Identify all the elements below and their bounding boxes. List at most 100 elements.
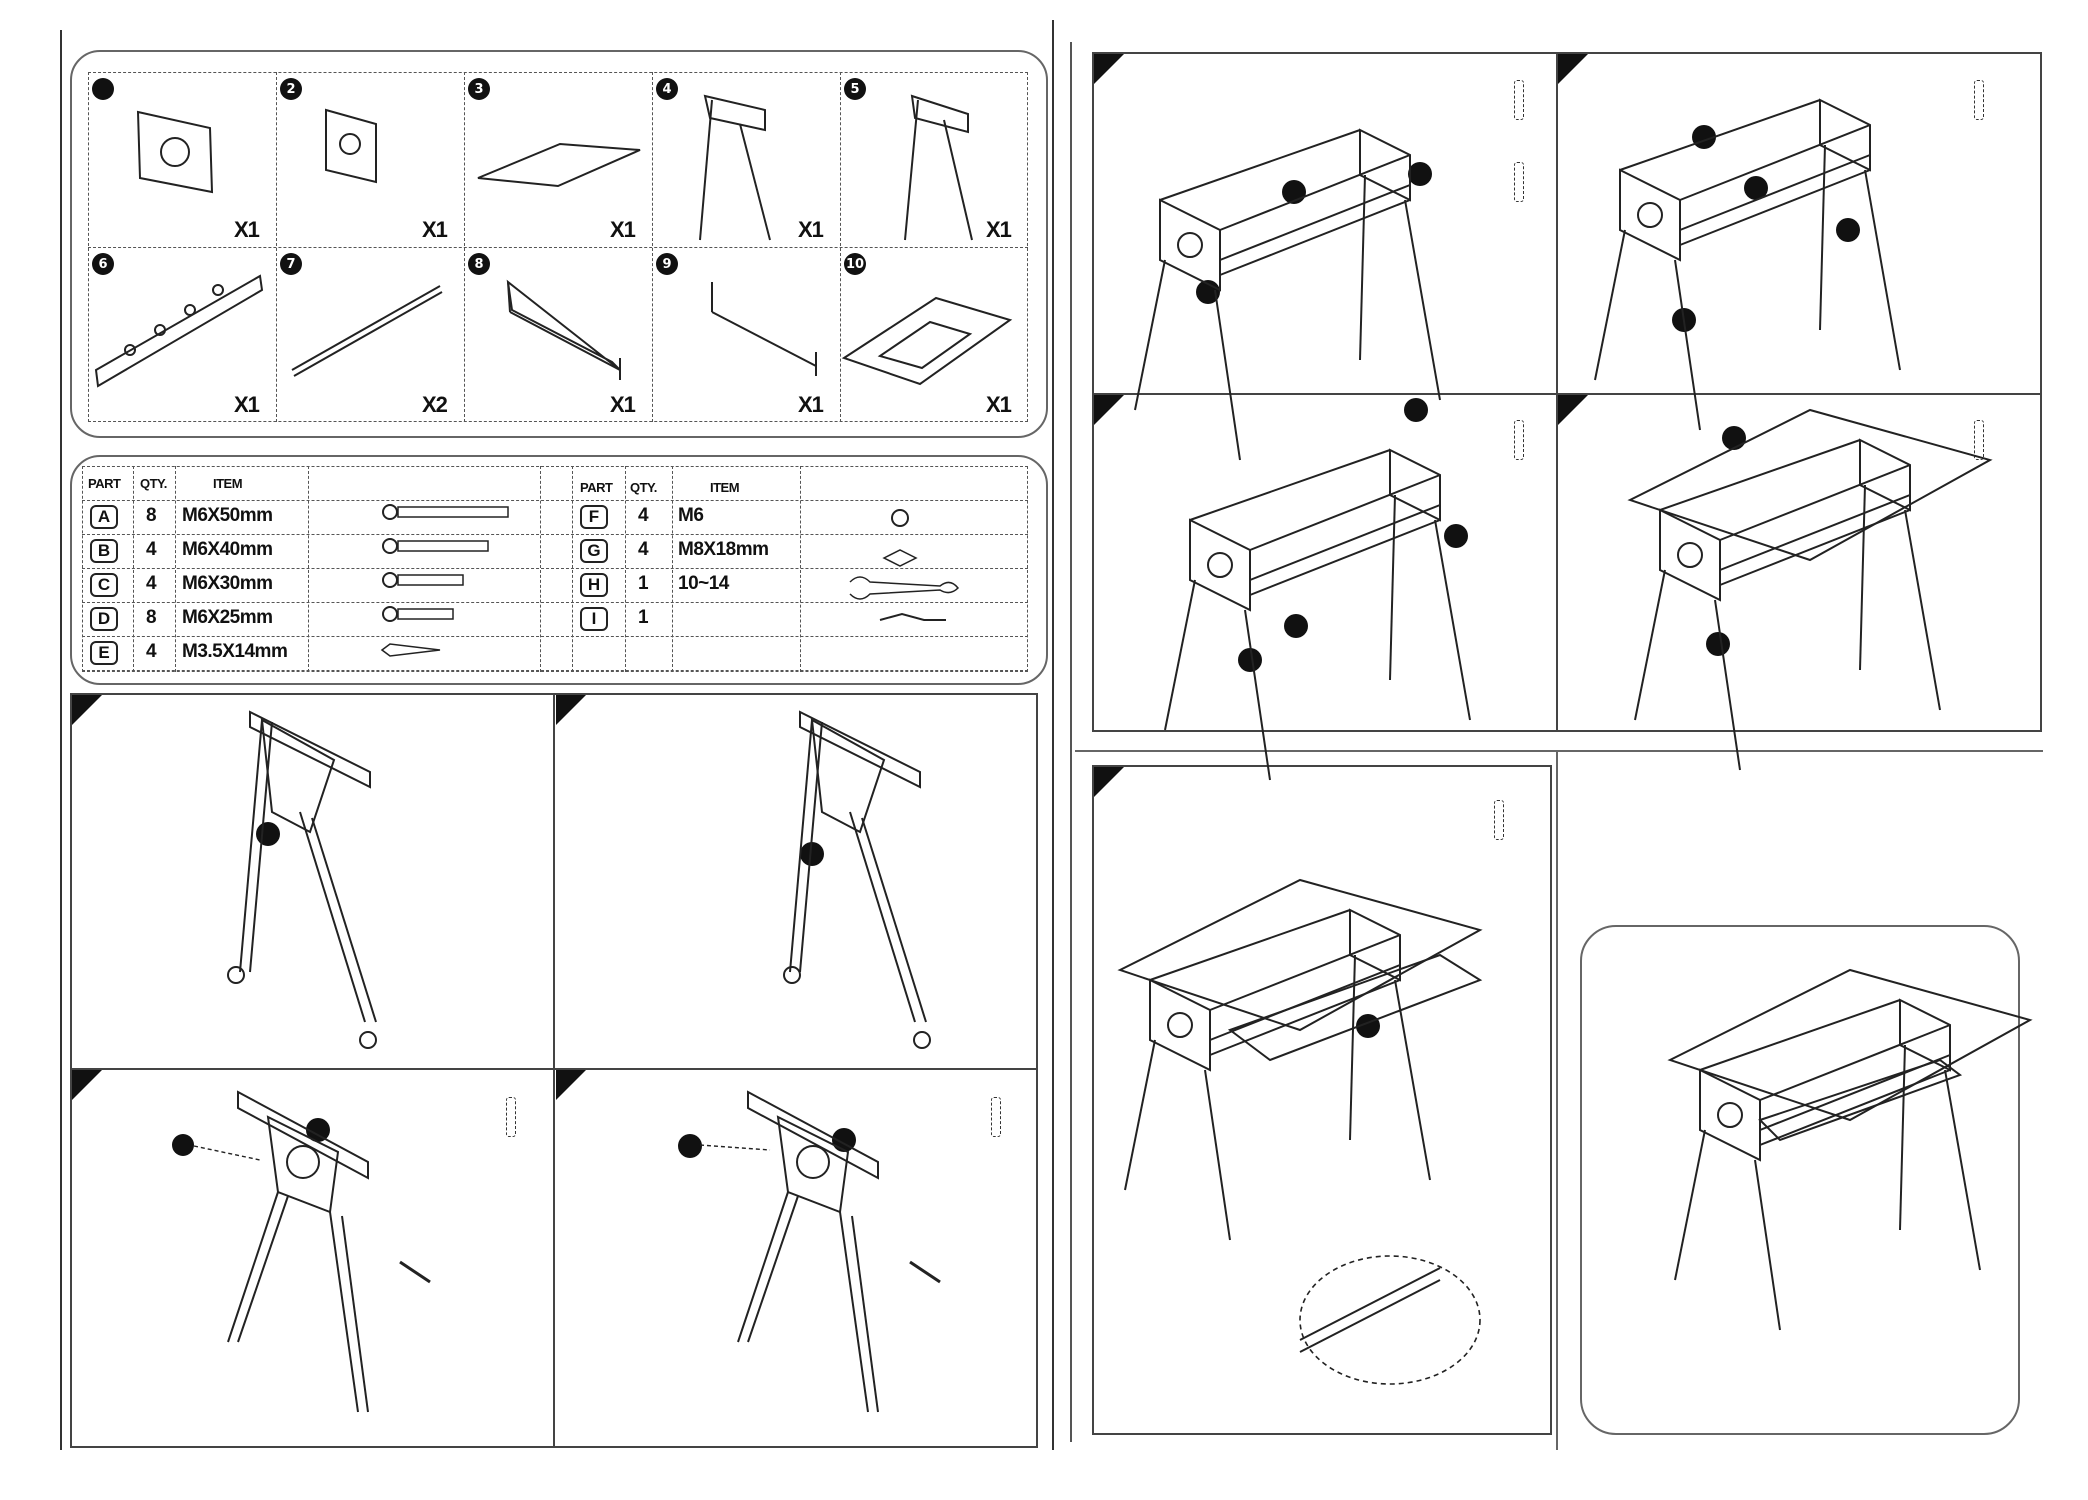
step-2-frame-brace — [810, 718, 886, 834]
step-7-bar — [1249, 504, 1441, 581]
step-5-leg — [1214, 289, 1241, 461]
step-5-tab — [1094, 54, 1124, 84]
step-4-leg — [839, 1211, 869, 1413]
leg-4 — [739, 123, 771, 241]
table-col-line — [625, 466, 626, 672]
step-3-panel — [266, 1115, 340, 1214]
bottom-right-rule-v — [1556, 750, 1558, 1450]
bolt-shaft — [397, 506, 509, 518]
part-qty: 4 — [146, 573, 157, 594]
step-1-frame-leg — [311, 817, 377, 1023]
bar-6-hole — [184, 304, 196, 316]
step-3-leader — [193, 1145, 261, 1161]
step-1-frame-leg — [239, 719, 263, 973]
step-4-hw-screw-icon — [991, 1097, 1001, 1137]
step-7-rail — [1189, 449, 1391, 521]
header-qty-right: QTY. — [630, 480, 657, 495]
step-5-hw1-screw-icon — [1514, 80, 1524, 120]
header-item: ITEM — [213, 476, 243, 491]
part-quantity: X1 — [422, 217, 448, 242]
part-letter: I — [580, 607, 608, 631]
part-item: M6X50mm — [182, 505, 273, 526]
step-3-top — [237, 1090, 369, 1180]
step-6-hole — [1637, 202, 1663, 228]
leg-4-top — [703, 94, 766, 132]
step-2-tab — [556, 695, 586, 725]
part-qty: 4 — [638, 539, 649, 560]
step-5-bar — [1219, 199, 1411, 276]
step-5-leg — [1134, 259, 1166, 411]
part-letter: C — [90, 573, 118, 597]
part-item: M6X40mm — [182, 539, 273, 560]
part-letter: H — [580, 573, 608, 597]
step-9-leg — [1204, 1069, 1231, 1241]
step-8-bar — [1719, 494, 1911, 571]
step-6-hw-screw-icon — [1974, 80, 1984, 120]
rail-9 — [711, 311, 817, 367]
table-col-line — [572, 466, 573, 672]
step-7-part-8 — [1284, 614, 1308, 638]
part-letter: E — [90, 641, 118, 665]
step-3-tab — [72, 1070, 102, 1100]
step-4-leader — [699, 1144, 771, 1151]
panel-2-hole — [339, 133, 361, 155]
step-6-bar — [1679, 154, 1871, 231]
table-col-line — [175, 466, 176, 672]
foot — [783, 966, 801, 984]
part-number-badge: 7 — [280, 253, 302, 275]
step-2-frame-leg — [861, 817, 927, 1023]
table-col-line — [800, 466, 801, 672]
part-item: M6X30mm — [182, 573, 273, 594]
bolt-head — [382, 538, 398, 554]
divider-v-right — [1556, 52, 1558, 732]
part-number-badge: 6 — [92, 253, 114, 275]
step-5-rail — [1219, 154, 1411, 231]
step-6-rail — [1619, 99, 1821, 171]
step-3-leg — [341, 1215, 369, 1413]
part-letter: G — [580, 539, 608, 563]
step-3-leg — [237, 1195, 289, 1343]
step-9-frame — [1092, 765, 1552, 1435]
step-5-hole — [1177, 232, 1203, 258]
part-quantity: X1 — [610, 392, 636, 417]
step-6-leg — [1864, 169, 1901, 371]
step-2-frame-leg — [789, 719, 813, 973]
hardware-table — [82, 466, 1028, 672]
leg-5 — [943, 119, 973, 241]
rail-8 — [506, 279, 621, 371]
part-item: 10~14 — [678, 573, 729, 594]
part-item: M8X18mm — [678, 539, 769, 560]
part-quantity: X1 — [234, 217, 260, 242]
glass-10-cutout — [877, 320, 973, 370]
step-1-frame-leg — [249, 721, 273, 973]
step-8-hole — [1677, 542, 1703, 568]
part-qty: 8 — [146, 505, 157, 526]
step-9-leg — [1394, 979, 1431, 1181]
bar-6-hole — [124, 344, 136, 356]
step-7-hole — [1207, 552, 1233, 578]
part-letter: F — [580, 505, 608, 529]
header-part: PART — [88, 476, 121, 491]
step-8-leg — [1859, 484, 1866, 671]
part-quantity: X2 — [422, 392, 448, 417]
nut-f — [891, 509, 909, 527]
panel-1-hole — [160, 137, 190, 167]
step-2-frame-leg — [799, 721, 823, 973]
final-keyboard-tray — [1758, 1058, 1963, 1142]
table-row-line — [82, 568, 1028, 569]
step-2-frame-top — [799, 710, 921, 789]
step-5-rail — [1159, 129, 1361, 201]
step-4-top — [747, 1090, 879, 1180]
final-assembly-panel — [1580, 925, 2020, 1435]
foot — [913, 1031, 931, 1049]
parts-list-panel — [70, 50, 1048, 438]
step-6-tab — [1558, 54, 1588, 84]
part-item: M6 — [678, 505, 704, 526]
step-1-frame-brace — [260, 718, 336, 834]
step-8-rail — [1659, 439, 1861, 511]
rail-8 — [509, 311, 621, 371]
part-letter: A — [90, 505, 118, 529]
final-rail — [1759, 1024, 1951, 1101]
part-quantity: X1 — [610, 217, 636, 242]
step-7-leg — [1164, 579, 1196, 731]
